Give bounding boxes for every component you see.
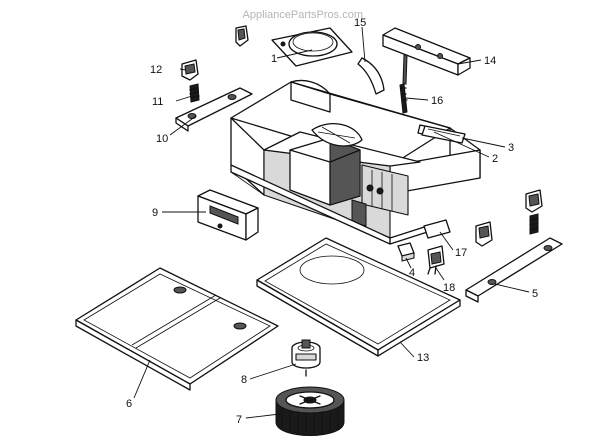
callout-10: 10 bbox=[156, 133, 168, 145]
callout-8: 8 bbox=[241, 374, 247, 386]
part-damper-flap bbox=[357, 57, 385, 95]
part-screw-11 bbox=[189, 83, 200, 103]
part-right-rail-5 bbox=[465, 237, 563, 303]
part-mount-bracket-12 bbox=[181, 59, 199, 81]
part-light-lens-3 bbox=[421, 125, 466, 144]
part-blower-wheel-7 bbox=[275, 386, 345, 436]
callout-9: 9 bbox=[152, 207, 158, 219]
part-switch-plate-17 bbox=[423, 219, 451, 239]
callout-14: 14 bbox=[484, 55, 496, 67]
callout-numbers: 1 2 3 4 5 6 7 8 9 10 11 12 13 14 15 16 1… bbox=[126, 17, 538, 426]
callout-12: 12 bbox=[150, 64, 162, 76]
callout-5: 5 bbox=[532, 288, 538, 300]
part-motor-8 bbox=[291, 339, 321, 377]
callout-13: 13 bbox=[417, 352, 429, 364]
callout-15: 15 bbox=[354, 17, 366, 29]
part-right-upper-bracket bbox=[525, 189, 543, 235]
hood-housing bbox=[230, 79, 481, 245]
callout-1: 1 bbox=[271, 53, 277, 65]
callout-16: 16 bbox=[431, 95, 443, 107]
callout-17: 17 bbox=[455, 247, 467, 259]
callout-3: 3 bbox=[508, 142, 514, 154]
callout-4: 4 bbox=[409, 267, 415, 279]
part-bracket-9 bbox=[197, 189, 259, 241]
part-socket-18 bbox=[427, 245, 445, 275]
callout-11: 11 bbox=[152, 96, 163, 108]
leader-lines bbox=[133, 26, 530, 419]
part-left-rail-10 bbox=[175, 87, 253, 132]
part-spring-pin bbox=[399, 54, 408, 114]
part-grease-filter-6 bbox=[75, 267, 279, 391]
callout-6: 6 bbox=[126, 398, 132, 410]
part-damper-bracket bbox=[382, 27, 471, 76]
watermark: AppliancePartsPros.com bbox=[243, 9, 363, 21]
part-duct-collar bbox=[271, 27, 353, 67]
part-left-upper-bracket bbox=[235, 25, 249, 47]
callout-7: 7 bbox=[236, 414, 242, 426]
part-right-lower-bracket bbox=[475, 221, 493, 247]
callout-18: 18 bbox=[443, 282, 455, 294]
part-bottom-panel-13 bbox=[256, 237, 461, 357]
callout-2: 2 bbox=[492, 153, 498, 165]
part-switch-4 bbox=[397, 242, 415, 262]
